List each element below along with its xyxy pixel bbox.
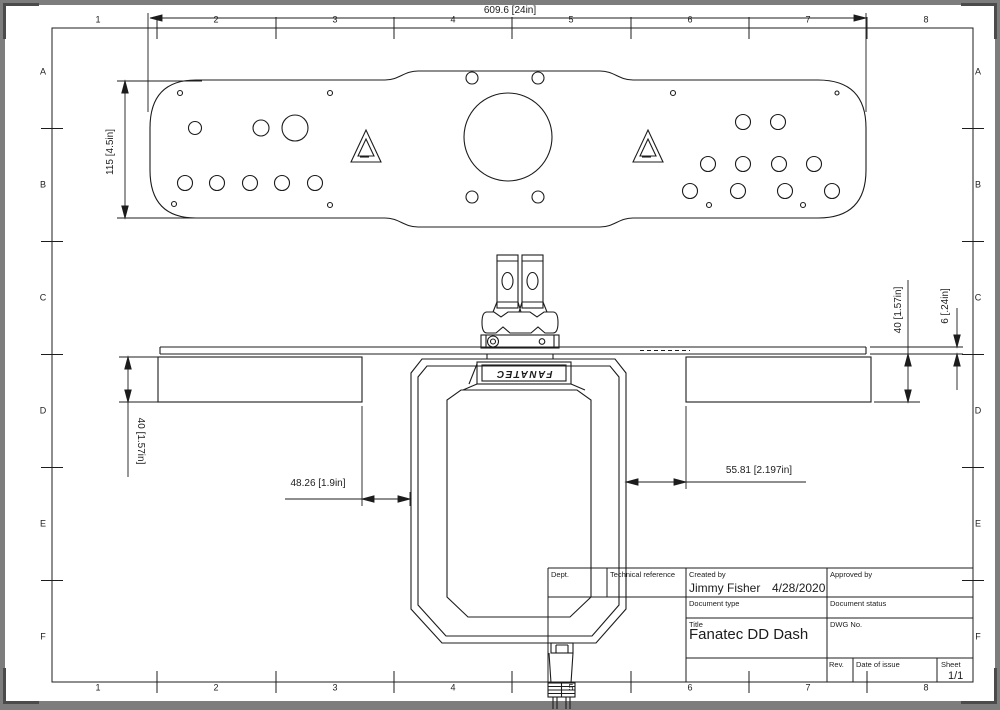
zone-row-left-e: E xyxy=(39,518,47,529)
zone-col-bottom-6: 6 xyxy=(687,682,693,693)
zone-row-right-c: C xyxy=(974,292,982,303)
titleblock-title-value: Fanatec DD Dash xyxy=(689,626,809,643)
dim-overall-width: 609.6 [24in] xyxy=(483,5,537,16)
titleblock-approved-by-label: Approved by xyxy=(830,570,873,579)
top-view-plate xyxy=(149,70,867,228)
zone-col-top-1: 1 xyxy=(95,14,101,25)
dim-left-drop: 40 [1.57in] xyxy=(135,417,146,465)
dim-plate-thickness: 6 [.24in] xyxy=(940,288,951,324)
sheet-corner-mark-top-right xyxy=(961,3,997,39)
titleblock-sheet-label: Sheet xyxy=(941,660,961,669)
zone-row-right-b: B xyxy=(974,179,982,190)
titleblock-dwg-no-label: DWG No. xyxy=(830,620,863,629)
zone-col-bottom-2: 2 xyxy=(213,682,219,693)
triangle-logo-left xyxy=(350,128,382,163)
titleblock-sheet-value: 1/1 xyxy=(948,670,964,682)
zone-col-top-8: 8 xyxy=(923,14,929,25)
drawing-sheet xyxy=(5,5,995,701)
zone-col-top-3: 3 xyxy=(332,14,338,25)
sheet-border xyxy=(41,17,984,693)
zone-row-right-f: F xyxy=(975,631,981,642)
titleblock-title-label: Title xyxy=(689,620,703,629)
zone-col-bottom-8: 8 xyxy=(923,682,929,693)
zone-col-top-7: 7 xyxy=(805,14,811,25)
zone-col-top-2: 2 xyxy=(213,14,219,25)
wheel-base-column xyxy=(410,358,627,644)
titleblock-dept-label: Dept. xyxy=(551,570,569,579)
zone-col-top-6: 6 xyxy=(687,14,693,25)
titleblock-created-by-label: Created by xyxy=(689,570,726,579)
titleblock-document-type-label: Document type xyxy=(689,599,740,608)
zone-col-top-5: 5 xyxy=(568,14,574,25)
titleblock-technical-reference-label: Technical reference xyxy=(610,570,676,579)
front-view xyxy=(157,254,872,709)
bottom-connector xyxy=(547,642,576,709)
titleblock-date-of-issue-label: Date of issue xyxy=(856,660,900,669)
zone-row-left-c: C xyxy=(39,292,47,303)
zone-row-left-b: B xyxy=(39,179,47,190)
sheet-corner-mark-top-left xyxy=(3,3,39,39)
zone-col-bottom-7: 7 xyxy=(805,682,811,693)
titleblock-created-by-value: Jimmy Fisher xyxy=(689,581,761,595)
left-wing-bracket xyxy=(157,356,363,403)
zone-col-top-4: 4 xyxy=(450,14,456,25)
right-wing-bracket xyxy=(685,356,872,403)
zone-row-left-a: A xyxy=(39,66,47,77)
titleblock-created-date: 4/28/2020 xyxy=(772,581,826,595)
dim-right-gap: 55.81 [2.197in] xyxy=(725,465,793,476)
dimension-lines xyxy=(117,13,963,506)
zone-col-bottom-3: 3 xyxy=(332,682,338,693)
zone-col-bottom-5: 5 xyxy=(568,682,574,693)
clamp-assembly xyxy=(480,254,560,359)
zone-row-right-d: D xyxy=(974,405,982,416)
title-block-grid xyxy=(547,567,973,682)
titleblock-rev-label: Rev. xyxy=(829,660,844,669)
zone-row-left-f: F xyxy=(40,631,46,642)
triangle-logo-right xyxy=(632,128,664,163)
dim-overall-height: 115 [4.5in] xyxy=(105,129,116,175)
zone-row-right-e: E xyxy=(974,518,982,529)
zone-col-bottom-4: 4 xyxy=(450,682,456,693)
zone-row-right-a: A xyxy=(974,66,982,77)
fanatec-logo-text: FANATEC xyxy=(495,368,553,379)
dim-left-gap: 48.26 [1.9in] xyxy=(290,478,346,489)
zone-row-left-d: D xyxy=(39,405,47,416)
dim-right-drop: 40 [1.57in] xyxy=(893,286,904,334)
titleblock-document-status-label: Document status xyxy=(830,599,887,608)
sheet-corner-mark-bottom-left xyxy=(3,668,39,704)
fanatec-label-plate xyxy=(476,361,572,385)
sheet-corner-mark-bottom-right xyxy=(961,668,997,704)
zone-col-bottom-1: 1 xyxy=(95,682,101,693)
